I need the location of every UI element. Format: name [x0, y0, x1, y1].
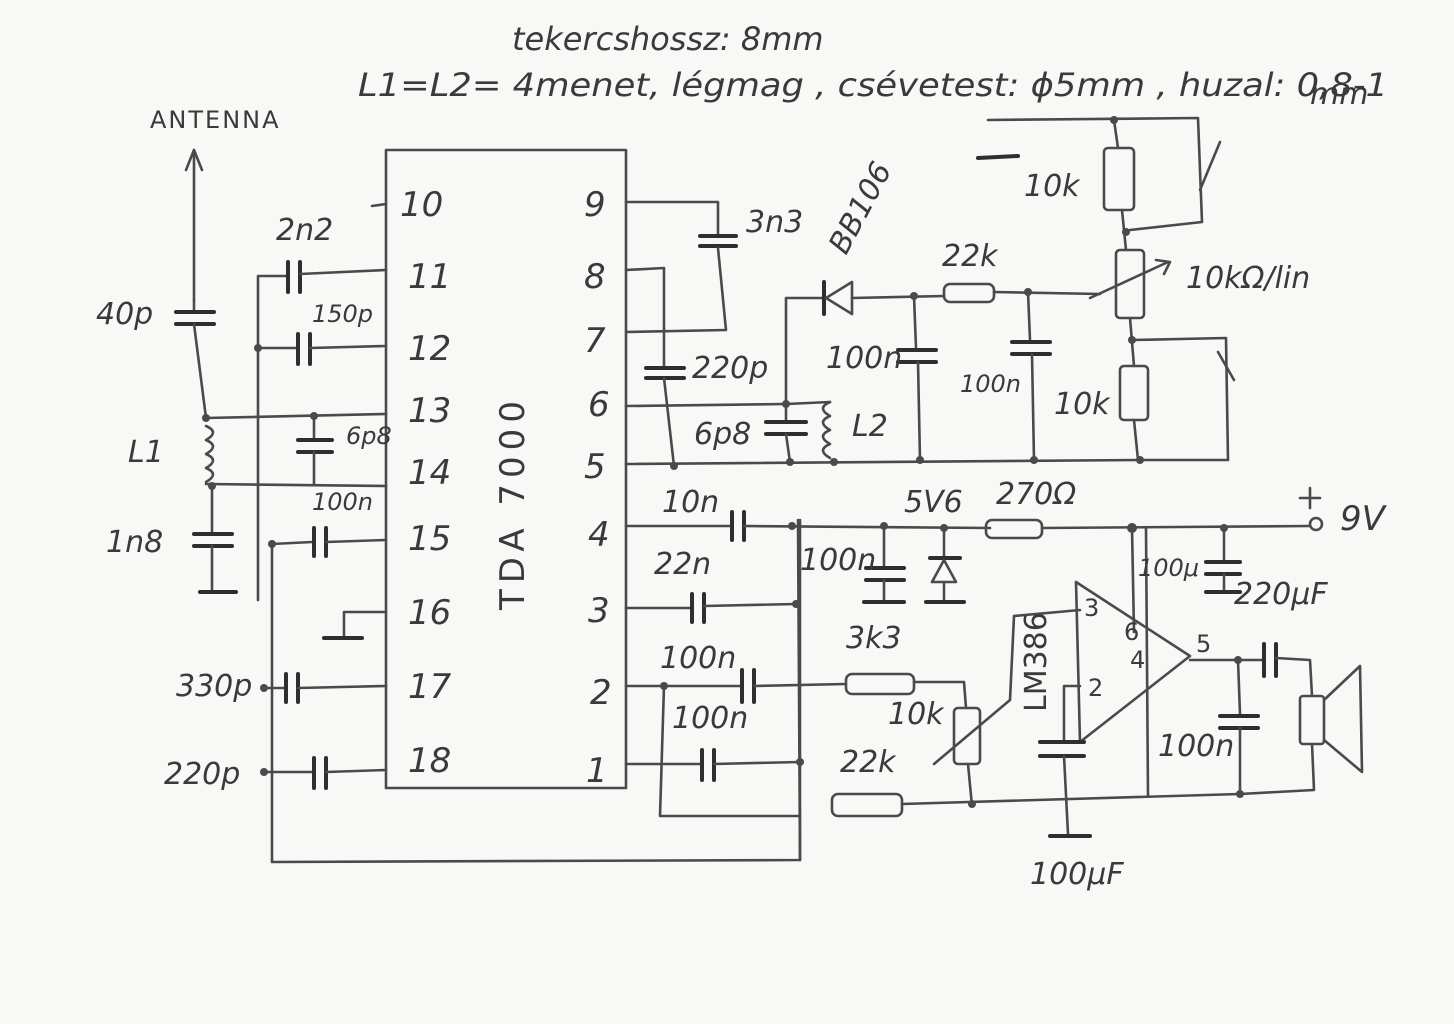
pin-1: 1 — [586, 751, 608, 791]
label-22k-top: 22k — [942, 239, 999, 274]
label-220uF: 220μF — [1234, 577, 1328, 612]
antenna-symbol — [184, 148, 204, 302]
lm386-pin3: 3 — [1084, 594, 1099, 622]
label-10n: 10n — [662, 485, 719, 520]
pin-9: 9 — [584, 185, 606, 225]
label-5V6: 5V6 — [904, 485, 963, 520]
label-220p-7: 220p — [692, 351, 768, 386]
coil-spec-unit: mm — [1310, 77, 1368, 112]
label-100n-1: 100n — [672, 701, 748, 736]
label-100n-out: 100n — [1158, 729, 1234, 764]
tuning-section — [806, 116, 1236, 464]
label-100u: 100μ — [1138, 554, 1199, 582]
pin-15: 15 — [408, 519, 451, 559]
label-2n2: 2n2 — [276, 213, 333, 248]
pin-14: 14 — [408, 453, 451, 493]
label-10k-vol: 10k — [888, 697, 945, 732]
pin-13: 13 — [408, 391, 451, 431]
label-220p-18: 220p — [164, 757, 240, 792]
pin-7: 7 — [584, 321, 606, 361]
label-L2: L2 — [852, 409, 888, 444]
coil-spec-note: L1=L2= 4menet, légmag , csévetest: ϕ5mm … — [358, 66, 1388, 104]
label-10k-bottom: 10k — [1054, 387, 1111, 422]
tda7000-label: TDA 7000 — [493, 395, 533, 611]
power-section — [862, 486, 1324, 798]
tda7000-chip — [384, 148, 628, 790]
label-100n-2: 100n — [660, 641, 736, 676]
label-100n-b: 100n — [960, 370, 1021, 398]
pin-17: 17 — [408, 667, 452, 707]
pin-6: 6 — [588, 385, 610, 425]
antenna-label: ANTENNA — [150, 106, 281, 134]
lm386-pin2: 2 — [1088, 674, 1103, 702]
pin-2: 2 — [590, 673, 612, 713]
pin-4: 4 — [588, 515, 610, 555]
pin-8: 8 — [584, 257, 606, 297]
pin-18: 18 — [408, 741, 451, 781]
label-3n3: 3n3 — [746, 205, 803, 240]
label-10k-top: 10k — [1024, 169, 1081, 204]
label-330p: 330p — [176, 669, 252, 704]
coil-length-note: tekercshossz: 8mm — [512, 20, 824, 58]
lm386-pin5: 5 — [1196, 630, 1211, 658]
tda-right-wiring — [624, 200, 1142, 862]
label-100uF: 100μF — [1030, 857, 1124, 892]
pin-10: 10 — [400, 185, 443, 225]
label-100n-a: 100n — [826, 341, 902, 376]
lm386-pin4: 4 — [1130, 646, 1145, 674]
label-L1: L1 — [128, 435, 164, 470]
label-22k-bottom: 22k — [840, 745, 897, 780]
label-22n: 22n — [654, 547, 711, 582]
label-9V: 9V — [1340, 499, 1388, 539]
label-6p8-left: 6p8 — [346, 422, 392, 450]
lm386-label: LM386 — [1019, 612, 1054, 712]
label-6p8-right: 6p8 — [694, 417, 751, 452]
pin-3: 3 — [588, 591, 610, 631]
label-100n-15: 100n — [312, 488, 373, 516]
audio-section — [830, 580, 1364, 838]
pin-16: 16 — [408, 593, 451, 633]
lm386-pin6: 6 — [1124, 618, 1139, 646]
label-270ohm: 270Ω — [996, 477, 1076, 512]
label-40p: 40p — [96, 297, 153, 332]
pin-12: 12 — [408, 329, 451, 369]
left-wiring — [174, 202, 802, 864]
pin-5: 5 — [584, 447, 606, 487]
label-10k-pot: 10kΩ/lin — [1186, 261, 1310, 296]
label-3k3: 3k3 — [846, 621, 902, 656]
label-100n-zener: 100n — [800, 543, 876, 578]
label-1n8: 1n8 — [106, 525, 163, 560]
label-BB106: BB106 — [822, 156, 899, 259]
pin-11: 11 — [408, 257, 451, 297]
label-150p: 150p — [312, 300, 373, 328]
